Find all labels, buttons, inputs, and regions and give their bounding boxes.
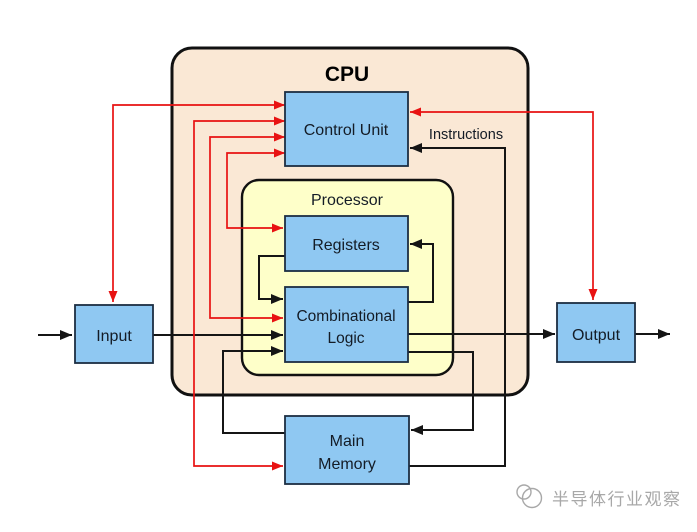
output-label: Output (572, 327, 621, 344)
combinational-logic-label-line1: Combinational (296, 308, 395, 325)
main-memory-label-line1: Main (330, 433, 365, 450)
control-edge-controlunit-registers (226, 148, 285, 233)
control-unit-box (284, 91, 409, 167)
output-box (556, 302, 636, 363)
control-edge-controlunit-comblogic (209, 132, 285, 323)
main-memory-box (284, 415, 410, 485)
registers-label: Registers (312, 237, 380, 254)
registers-box (284, 215, 409, 272)
control-edge-controlunit-mainmemory (193, 116, 285, 471)
instructions-annotation: Instructions (429, 127, 503, 143)
cpu-title: CPU (325, 63, 369, 86)
input-box (74, 304, 154, 364)
watermark-logo-icon (516, 484, 543, 509)
combinational-logic-label-line2: Logic (327, 330, 364, 347)
combinational-logic-box (284, 286, 409, 363)
main-memory-label-line2: Memory (318, 456, 376, 473)
edge-comblogic-to-mainmemory (408, 351, 474, 435)
watermark: 半导体行业观察 (512, 481, 682, 513)
control-edge-controlunit-input (108, 100, 285, 302)
control-edge-controlunit-output (410, 107, 598, 300)
watermark-text: 半导体行业观察 (552, 489, 682, 509)
control-unit-label: Control Unit (304, 122, 389, 139)
processor-label: Processor (311, 192, 384, 209)
edge-mainmemory-to-comblogic (222, 346, 285, 434)
input-label: Input (96, 328, 132, 345)
